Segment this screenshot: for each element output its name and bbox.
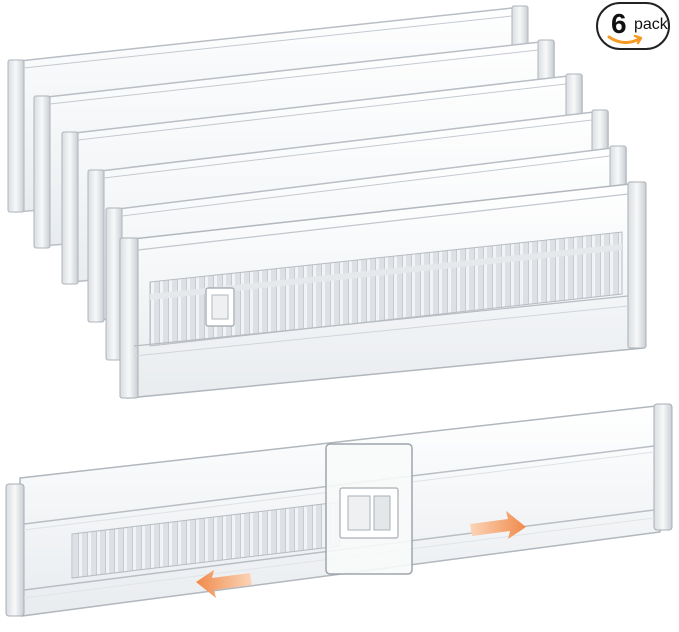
arrow-right-icon: [470, 511, 526, 539]
arrow-left-icon: [196, 570, 252, 598]
divider-6: [119, 181, 647, 399]
smile-arrow-icon: [607, 34, 643, 45]
divider-stack: [7, 5, 647, 399]
pack-count: 6: [611, 8, 627, 39]
extended-divider: [5, 403, 673, 617]
pack-label: pack: [634, 16, 668, 33]
pack-count-badge: 6 pack: [596, 2, 670, 50]
